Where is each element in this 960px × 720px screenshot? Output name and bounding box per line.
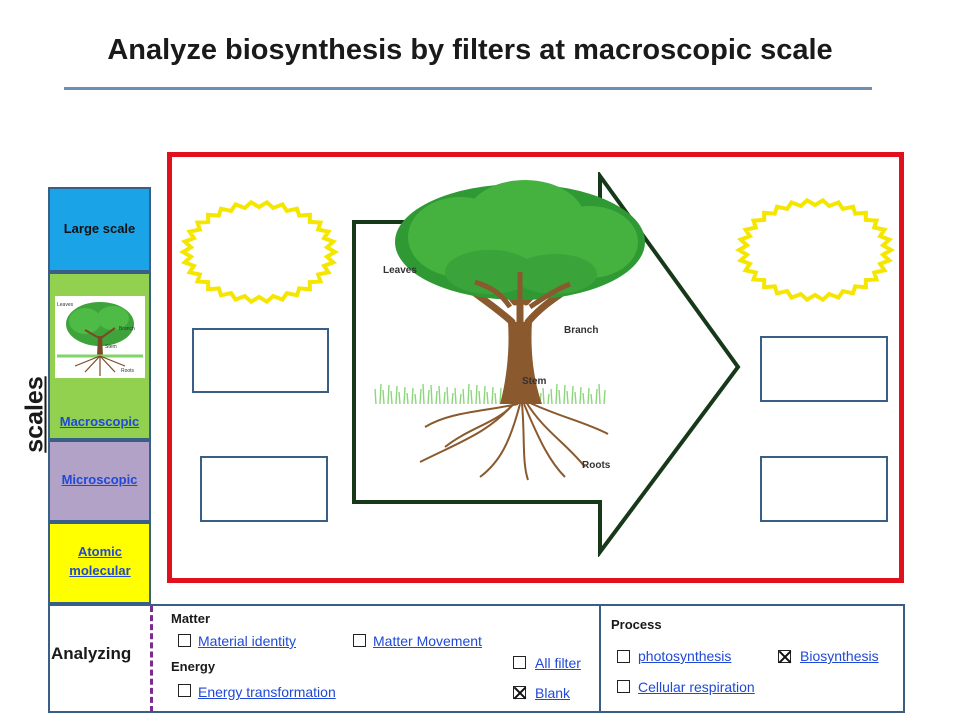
process-panel	[599, 604, 905, 713]
energy-transformation-checkbox[interactable]	[178, 684, 191, 697]
photosynthesis-checkbox[interactable]	[617, 650, 630, 663]
cellular-respiration-link[interactable]: Cellular respiration	[638, 679, 755, 695]
thumb-roots-label: Roots	[121, 368, 135, 374]
scale-macroscopic[interactable]: Leaves Branch Stem Roots Macroscopic	[48, 272, 151, 440]
cellular-respiration-checkbox[interactable]	[617, 680, 630, 693]
energy-transformation-link[interactable]: Energy transformation	[198, 684, 336, 700]
scale-atomic-molecular[interactable]: Atomic molecular	[48, 522, 151, 604]
right-output-box-bottom[interactable]	[760, 456, 888, 522]
thumb-leaves-label: Leaves	[57, 302, 74, 308]
biosynthesis-checkbox[interactable]	[778, 650, 791, 663]
left-input-box-top[interactable]	[192, 328, 329, 393]
analyzing-divider	[150, 606, 153, 712]
left-input-box-bottom[interactable]	[200, 456, 328, 522]
tree-leaves-label: Leaves	[383, 265, 417, 276]
analyzing-label: Analyzing	[51, 644, 132, 663]
tree-diagram: Leaves Branch Stem Roots	[374, 180, 645, 481]
blank-link[interactable]: Blank	[535, 685, 571, 701]
process-header: Process	[611, 617, 662, 632]
matter-movement-checkbox[interactable]	[353, 634, 366, 647]
energy-header: Energy	[171, 659, 216, 674]
photosynthesis-link[interactable]: photosynthesis	[638, 648, 732, 664]
scale-large[interactable]: Large scale	[48, 187, 151, 272]
all-filter-link[interactable]: All filter	[535, 655, 581, 671]
all-filter-checkbox[interactable]	[513, 656, 526, 669]
matter-movement-link[interactable]: Matter Movement	[373, 633, 482, 649]
tree-roots-label: Roots	[582, 460, 611, 471]
tree-stem-label: Stem	[522, 376, 547, 387]
matter-header: Matter	[171, 611, 211, 626]
biosynthesis-link[interactable]: Biosynthesis	[800, 648, 879, 664]
page-title: Analyze biosynthesis by filters at macro…	[107, 34, 833, 66]
title-underline	[64, 87, 872, 90]
sun-left-icon	[179, 199, 339, 305]
scale-microscopic[interactable]: Microscopic	[48, 440, 151, 522]
sun-right-icon	[735, 197, 895, 303]
material-identity-link[interactable]: Material identity	[198, 633, 297, 649]
material-identity-checkbox[interactable]	[178, 634, 191, 647]
process-arrow: Leaves Branch Stem Roots	[352, 172, 741, 557]
blank-checkbox[interactable]	[513, 686, 526, 699]
right-output-box-top[interactable]	[760, 336, 888, 402]
tree-branch-label: Branch	[564, 325, 598, 336]
scale-atomic-molecular-label[interactable]: Atomic molecular	[69, 544, 131, 578]
scale-large-label: Large scale	[63, 221, 136, 236]
tree-thumbnail: Leaves Branch Stem Roots	[55, 296, 145, 378]
thumb-stem-label: Stem	[105, 344, 117, 350]
diagram-frame	[167, 152, 904, 583]
thumb-branch-label: Branch	[119, 326, 135, 332]
scales-axis-label: scales	[20, 376, 49, 453]
scale-microscopic-label[interactable]: Microscopic	[61, 472, 138, 487]
scale-macroscopic-label[interactable]: Macroscopic	[59, 414, 140, 429]
